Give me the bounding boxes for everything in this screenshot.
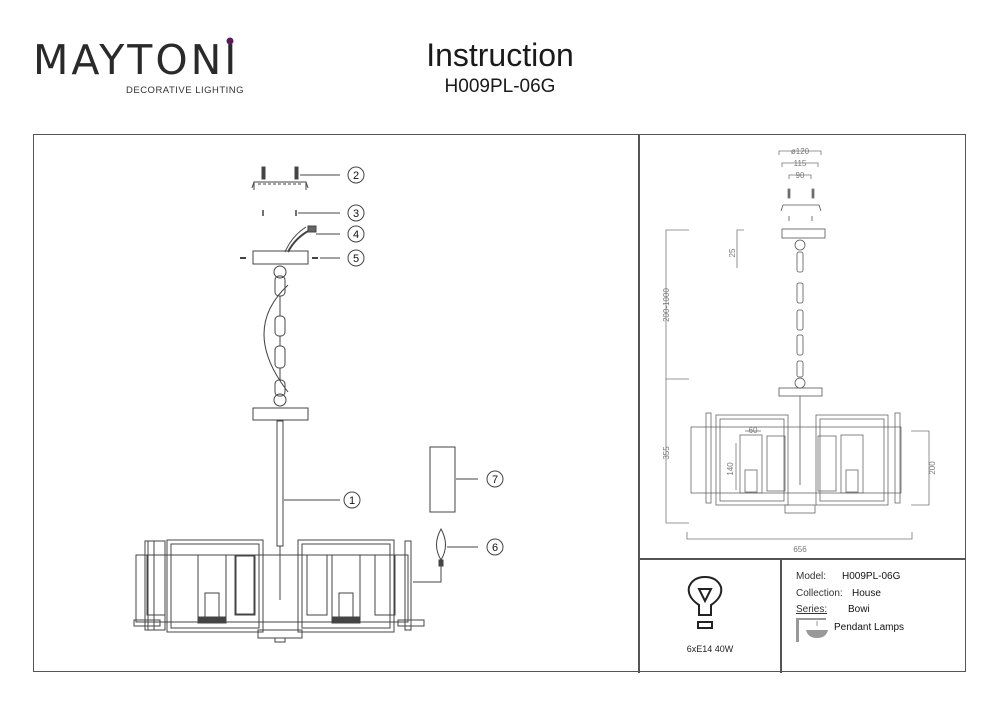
brand-name: MAYTONI — [33, 36, 240, 84]
dim-body-height: 200 — [928, 461, 937, 475]
frame-divider — [638, 558, 966, 560]
dim-mount-spacing: 90 — [796, 171, 805, 180]
callout-7: 7 — [492, 474, 498, 486]
chain-icon — [263, 265, 289, 407]
frame-divider — [638, 134, 640, 673]
series-value: Bowi — [848, 604, 870, 615]
assembly-diagram: 2 3 4 5 1 6 7 — [133, 166, 504, 643]
bulb-spec: 6xE14 40W — [686, 644, 734, 654]
dim-chain-length: 200-1000 — [662, 288, 671, 322]
dim-shade-height: 140 — [726, 462, 735, 476]
model-label: Model: — [796, 571, 827, 582]
callout-2: 2 — [353, 170, 359, 182]
dim-canopy-diameter: ø120 — [791, 147, 810, 156]
lamp-body-icon — [133, 539, 425, 643]
callout-4: 4 — [353, 229, 359, 241]
dim-bracket-width: 115 — [794, 159, 807, 168]
brand-logo: MAYTONI — [33, 38, 239, 82]
candle-bulb-icon — [413, 527, 446, 583]
dim-overall-width: 656 — [793, 545, 807, 554]
rod-icon — [276, 420, 284, 547]
dimension-drawing: ø120 115 90 200-1000 355 25 — [662, 147, 937, 554]
collection-value: House — [852, 588, 881, 599]
dim-canopy-height: 25 — [728, 248, 737, 257]
drawing-frame — [33, 134, 966, 672]
pendant-lamp-icon — [796, 618, 828, 642]
light-bulb-icon — [687, 575, 723, 629]
callout-3: 3 — [353, 208, 359, 220]
series-label: Series: — [796, 604, 828, 615]
callout-5: 5 — [353, 253, 359, 265]
logo-dot-icon — [226, 37, 234, 45]
type-value: Pendant Lamps — [834, 622, 905, 633]
mounting-bracket-icon — [251, 181, 309, 190]
frame-divider — [780, 558, 782, 673]
brand-tagline: DECORATIVE LIGHTING — [126, 85, 245, 96]
model-code: H009PL-06G — [444, 76, 556, 97]
dim-body-drop: 355 — [662, 446, 671, 460]
collection-label: Collection: — [796, 588, 843, 599]
glass-shade-icon — [429, 446, 456, 513]
callout-1: 1 — [349, 495, 355, 507]
callout-6: 6 — [492, 542, 498, 554]
model-value: H009PL-06G — [842, 571, 901, 582]
mounting-screws-icon — [261, 166, 299, 180]
dim-shade-width: 60 — [749, 426, 758, 435]
canopy-icon — [252, 250, 309, 265]
page-title: Instruction — [426, 37, 574, 73]
